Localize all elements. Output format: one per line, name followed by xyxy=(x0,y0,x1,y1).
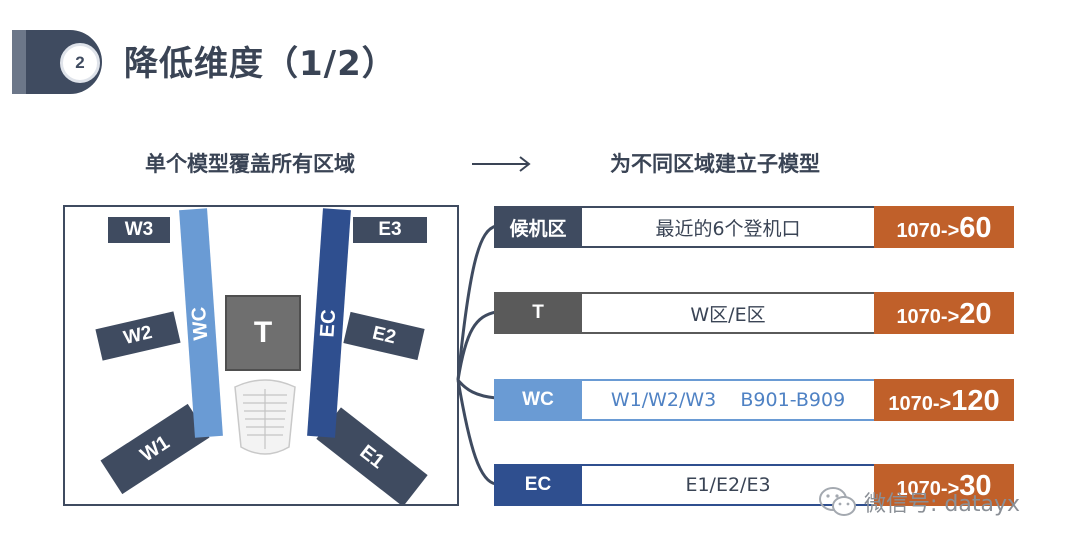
row-reduction: 1070->20 xyxy=(874,292,1014,334)
gate-w3: W3 xyxy=(108,217,170,243)
terminal-hall-graphic xyxy=(234,379,296,455)
gate-e3: E3 xyxy=(353,217,427,243)
connector-lines xyxy=(456,224,497,486)
gate-e2: E2 xyxy=(343,311,425,361)
reduction-from: 1070-> xyxy=(896,478,960,500)
reduction-to: 60 xyxy=(959,212,992,244)
section-number-badge: 2 xyxy=(60,43,100,83)
wechat-icon xyxy=(819,487,856,516)
page-title: 降低维度（1/2） xyxy=(124,44,397,84)
pier-ec-label: EC xyxy=(316,308,341,338)
table-row-wc: WC W1/W2/W3 B901-B909 1070->120 xyxy=(494,379,1014,421)
reduction-from: 1070-> xyxy=(888,393,952,415)
row-description: W区/E区 xyxy=(582,292,874,334)
row-key: T xyxy=(494,292,582,334)
pier-wc: WC xyxy=(179,208,223,438)
gate-w2: W2 xyxy=(95,311,181,361)
pier-wc-label: WC xyxy=(188,305,213,341)
row-description: E1/E2/E3 xyxy=(582,464,874,506)
row-key: WC xyxy=(494,379,582,421)
table-row-ec: EC E1/E2/E3 1070->30 xyxy=(494,464,1014,506)
row-reduction: 1070->120 xyxy=(874,379,1014,421)
watermark: 微信号: datayx xyxy=(818,480,1058,524)
row-key: 候机区 xyxy=(494,206,582,248)
airport-map: W3 W2 W1 E3 E2 E1 WC EC T xyxy=(63,205,459,506)
left-heading: 单个模型覆盖所有区域 xyxy=(145,152,355,176)
reduction-to: 120 xyxy=(951,385,1000,417)
table-row-waiting-area: 候机区 最近的6个登机口 1070->60 xyxy=(494,206,1014,248)
terminal-block: T xyxy=(225,295,301,371)
right-heading: 为不同区域建立子模型 xyxy=(610,152,820,176)
reduction-from: 1070-> xyxy=(896,306,960,328)
row-reduction: 1070->30 xyxy=(874,464,1014,506)
watermark-text: 微信号: datayx xyxy=(864,492,1020,517)
flow-arrow-icon xyxy=(472,156,531,172)
reduction-to: 30 xyxy=(959,470,992,502)
table-row-terminal: T W区/E区 1070->20 xyxy=(494,292,1014,334)
row-description: W1/W2/W3 B901-B909 xyxy=(582,379,874,421)
pier-ec: EC xyxy=(307,208,351,438)
reduction-to: 20 xyxy=(959,298,992,330)
reduction-from: 1070-> xyxy=(896,220,960,242)
row-reduction: 1070->60 xyxy=(874,206,1014,248)
row-key: EC xyxy=(494,464,582,506)
row-description: 最近的6个登机口 xyxy=(582,206,874,248)
